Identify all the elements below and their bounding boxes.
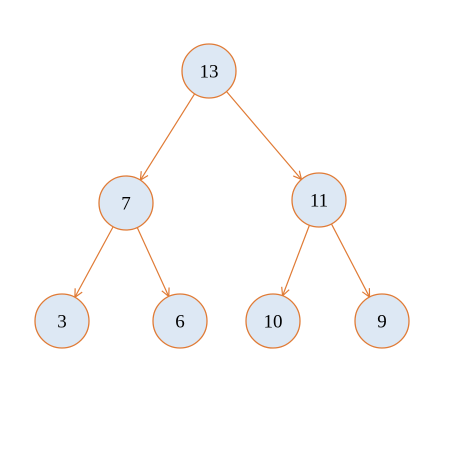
tree-node-10: 10 <box>245 293 301 349</box>
tree-node-13: 13 <box>181 43 237 99</box>
node-circle <box>98 175 154 231</box>
node-circle <box>181 43 237 99</box>
node-label: 9 <box>377 312 387 333</box>
node-circle <box>245 293 301 349</box>
edge-n13-n7 <box>140 93 196 180</box>
node-label: 13 <box>200 62 219 83</box>
edge-n7-n3 <box>75 226 114 298</box>
node-circle <box>354 293 410 349</box>
edge-n11-n10 <box>283 225 310 296</box>
tree-node-11: 11 <box>291 172 347 228</box>
node-circle <box>152 293 208 349</box>
node-label: 7 <box>121 194 131 215</box>
edge-n7-n6 <box>136 227 169 297</box>
node-label: 11 <box>310 191 328 212</box>
node-label: 6 <box>175 312 185 333</box>
node-label: 3 <box>57 312 67 333</box>
node-circle <box>34 293 90 349</box>
edge-n11-n9 <box>330 223 369 297</box>
node-label: 10 <box>264 312 283 333</box>
tree-node-3: 3 <box>34 293 90 349</box>
edge-n13-n11 <box>226 91 302 180</box>
edges-layer <box>75 91 370 298</box>
tree-node-6: 6 <box>152 293 208 349</box>
node-circle <box>291 172 347 228</box>
tree-node-7: 7 <box>98 175 154 231</box>
nodes-layer: 13 7 11 3 6 10 9 <box>34 43 410 349</box>
tree-node-9: 9 <box>354 293 410 349</box>
